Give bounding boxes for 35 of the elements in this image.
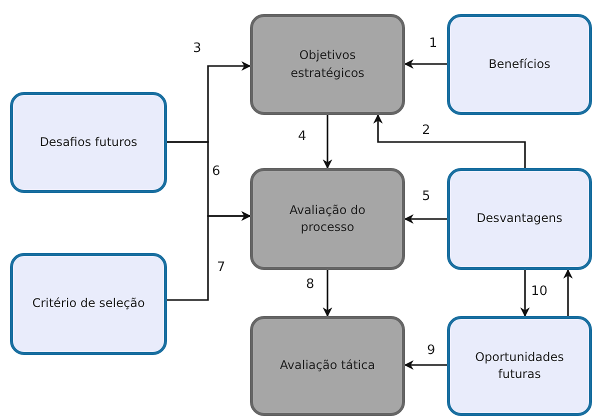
arrow — [520, 270, 530, 317]
arrow — [373, 114, 526, 168]
node-label: Benefícios — [488, 56, 552, 73]
node-label: Desafios futuros — [38, 134, 138, 151]
edge-label: 10 — [530, 285, 549, 298]
input-box — [447, 14, 592, 115]
node-label: Oportunidades futuras — [474, 348, 565, 383]
input-box — [447, 168, 592, 270]
edge-label: 7 — [216, 261, 226, 274]
edge-label: 4 — [297, 130, 308, 143]
process-box — [250, 316, 405, 416]
arrow — [404, 59, 447, 69]
edge-label: 3 — [192, 42, 202, 55]
arrow — [404, 214, 447, 224]
arrow — [322, 270, 332, 317]
node-label: Objetivos estratégicos — [290, 47, 366, 82]
node-label: Critério de seleção — [31, 295, 146, 312]
process-box — [250, 168, 405, 270]
edge-label: 6 — [211, 165, 222, 178]
arrow — [563, 269, 573, 316]
edge-label: 5 — [421, 190, 432, 203]
input-box — [447, 316, 592, 416]
input-box — [10, 253, 167, 355]
node-label: Avaliação tática — [278, 357, 376, 374]
edge-label: 2 — [421, 124, 432, 137]
input-box — [10, 92, 167, 193]
arrow — [322, 115, 332, 169]
edge-label: 8 — [305, 278, 316, 291]
edge-label: 9 — [426, 344, 436, 357]
arrow — [167, 211, 251, 301]
arrow — [404, 360, 447, 370]
edge-label: 1 — [428, 37, 438, 50]
node-label: Avaliação do processo — [288, 202, 367, 236]
process-box — [250, 14, 405, 115]
node-label: Desvantagens — [476, 210, 564, 228]
